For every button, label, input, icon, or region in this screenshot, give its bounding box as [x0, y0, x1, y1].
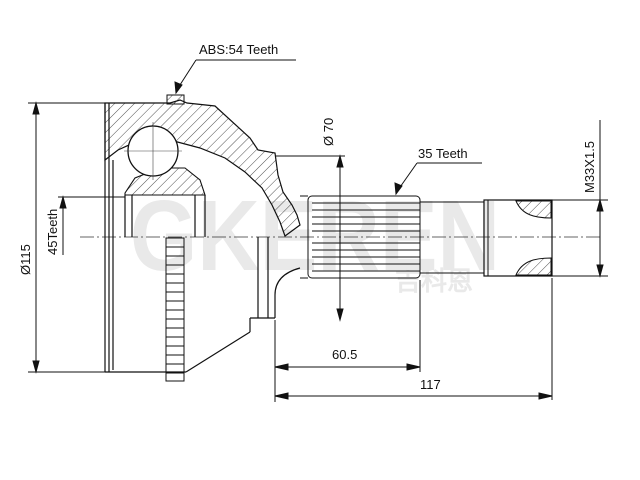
abs-tab	[166, 94, 185, 105]
spline-shaft	[300, 195, 484, 279]
abs-ring	[165, 237, 185, 382]
length-117-label: 117	[420, 377, 441, 392]
spline-teeth-label: 35 Teeth	[418, 146, 468, 161]
dia-115-label: Ø115	[18, 244, 33, 275]
length-60-5-label: 60.5	[332, 347, 357, 362]
watermark: GKEREN 吉科恩	[130, 180, 500, 296]
housing-outline	[104, 103, 301, 373]
thread-label: M33X1.5	[582, 141, 597, 193]
dia-70-label: Ø 70	[321, 118, 336, 146]
ball	[124, 122, 182, 180]
inner-teeth-label: 45Teeth	[45, 209, 60, 255]
dimensions	[28, 59, 608, 402]
abs-teeth-label: ABS:54 Teeth	[199, 42, 278, 57]
threaded-end	[483, 199, 553, 277]
